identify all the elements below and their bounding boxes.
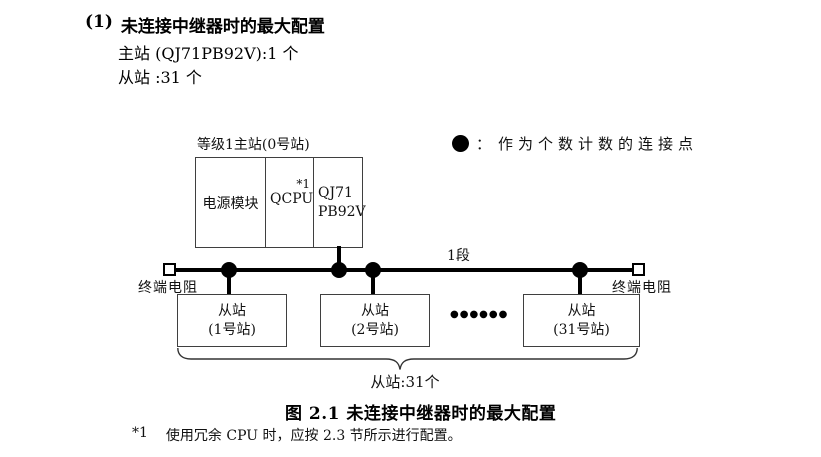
- qcpu-label: QCPU: [270, 191, 314, 207]
- spec-slave-count: 从站 :31 个: [118, 68, 202, 87]
- section-number: (1): [85, 12, 113, 32]
- connection-point-dot-icon: [452, 134, 469, 152]
- brace-label: 从站:31个: [370, 373, 440, 391]
- terminator-square-right: [632, 263, 645, 276]
- terminator-square-left: [163, 263, 176, 276]
- brace: [177, 348, 638, 370]
- segment-label: 1段: [447, 248, 470, 264]
- slave-station-box-2: 从站 (2号站): [320, 294, 430, 347]
- master-drop-line: [337, 246, 341, 270]
- connection-point-dot: [572, 262, 588, 278]
- terminator-label-right: 终端电阻: [612, 280, 672, 296]
- legend-separator: ：: [476, 134, 492, 153]
- slave31-label-line2: (31号站): [553, 321, 610, 338]
- master-station-box: 电源模块 *1 QCPU QJ71 PB92V: [195, 157, 366, 248]
- legend: ： 作为个数计数的连接点: [452, 133, 698, 153]
- cell-qj71pb92v: QJ71 PB92V: [314, 158, 366, 247]
- cell-qcpu: *1 QCPU: [266, 158, 314, 247]
- footnote-marker: *1: [132, 425, 148, 441]
- ellipsis-dots: ●●●●●●: [450, 309, 509, 320]
- slave-station-box-1: 从站 (1号站): [177, 294, 287, 347]
- qj71-label-line2: PB92V: [318, 203, 366, 220]
- cell-power-module: 电源模块: [196, 158, 266, 247]
- slave1-label-line2: (1号站): [208, 321, 256, 338]
- slave2-drop-line: [371, 270, 375, 295]
- legend-text: 作为个数计数的连接点: [498, 134, 699, 153]
- slave2-label-line1: 从站: [361, 302, 389, 319]
- slave31-label-line1: 从站: [567, 302, 596, 319]
- slave2-label-line2: (2号站): [351, 321, 399, 338]
- slave-station-box-31: 从站 (31号站): [523, 294, 640, 347]
- connection-point-dot: [331, 262, 347, 278]
- footnote-text: 使用冗余 CPU 时，应按 2.3 节所示进行配置。: [165, 428, 462, 444]
- slave3-drop-line: [578, 270, 582, 295]
- master-station-label: 等级1主站(0号站): [197, 137, 310, 153]
- slave1-drop-line: [227, 270, 231, 295]
- section-heading: (1) 未连接中继器时的最大配置: [85, 12, 325, 37]
- slave1-label-line1: 从站: [218, 302, 246, 319]
- figure-caption: 图 2.1 未连接中继器时的最大配置: [285, 404, 557, 424]
- footnote-ref-1: *1: [296, 177, 310, 191]
- connection-point-dot: [221, 262, 237, 278]
- terminator-label-left: 终端电阻: [138, 280, 198, 296]
- bus-line: [176, 268, 632, 272]
- spec-master-count: 主站 (QJ71PB92V):1 个: [118, 44, 299, 63]
- qj71-label-line1: QJ71: [318, 184, 353, 201]
- footnote: *1 使用冗余 CPU 时，应按 2.3 节所示进行配置。: [132, 425, 462, 445]
- page-title: 未连接中继器时的最大配置: [120, 17, 325, 37]
- connection-point-dot: [365, 262, 381, 278]
